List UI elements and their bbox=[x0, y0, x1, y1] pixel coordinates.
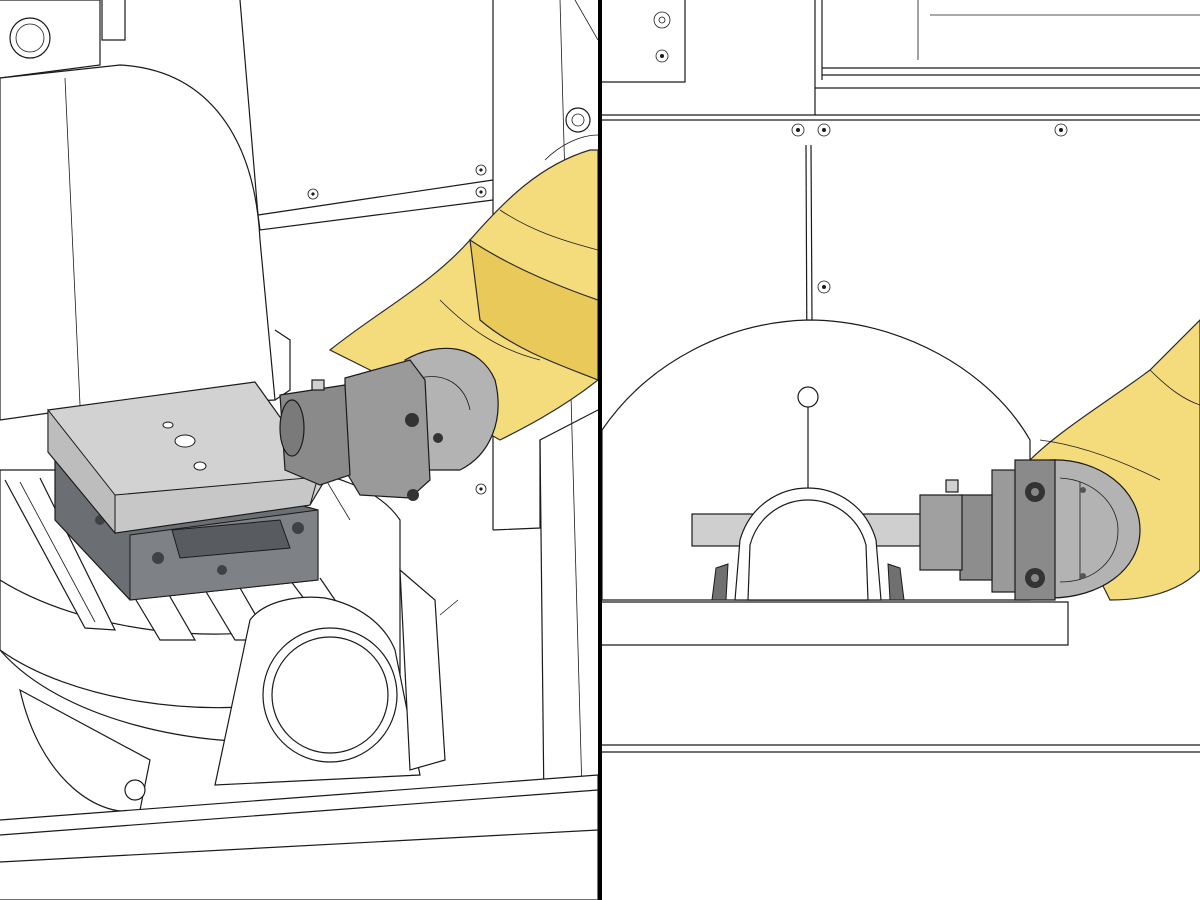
perspective-view bbox=[0, 0, 598, 900]
lifting-eye bbox=[565, 107, 591, 133]
table-surface bbox=[602, 601, 1200, 753]
trunnion-side bbox=[691, 487, 925, 601]
spindle-column bbox=[0, 64, 291, 421]
robot-gripper bbox=[279, 347, 499, 501]
enclosure-panels bbox=[0, 0, 598, 900]
workpiece-plate bbox=[47, 381, 326, 535]
robot-gripper-side bbox=[919, 459, 1141, 601]
trunnion-support bbox=[214, 568, 459, 786]
side-view bbox=[602, 0, 1200, 753]
panel-divider bbox=[598, 0, 602, 900]
machine-base bbox=[0, 774, 598, 900]
